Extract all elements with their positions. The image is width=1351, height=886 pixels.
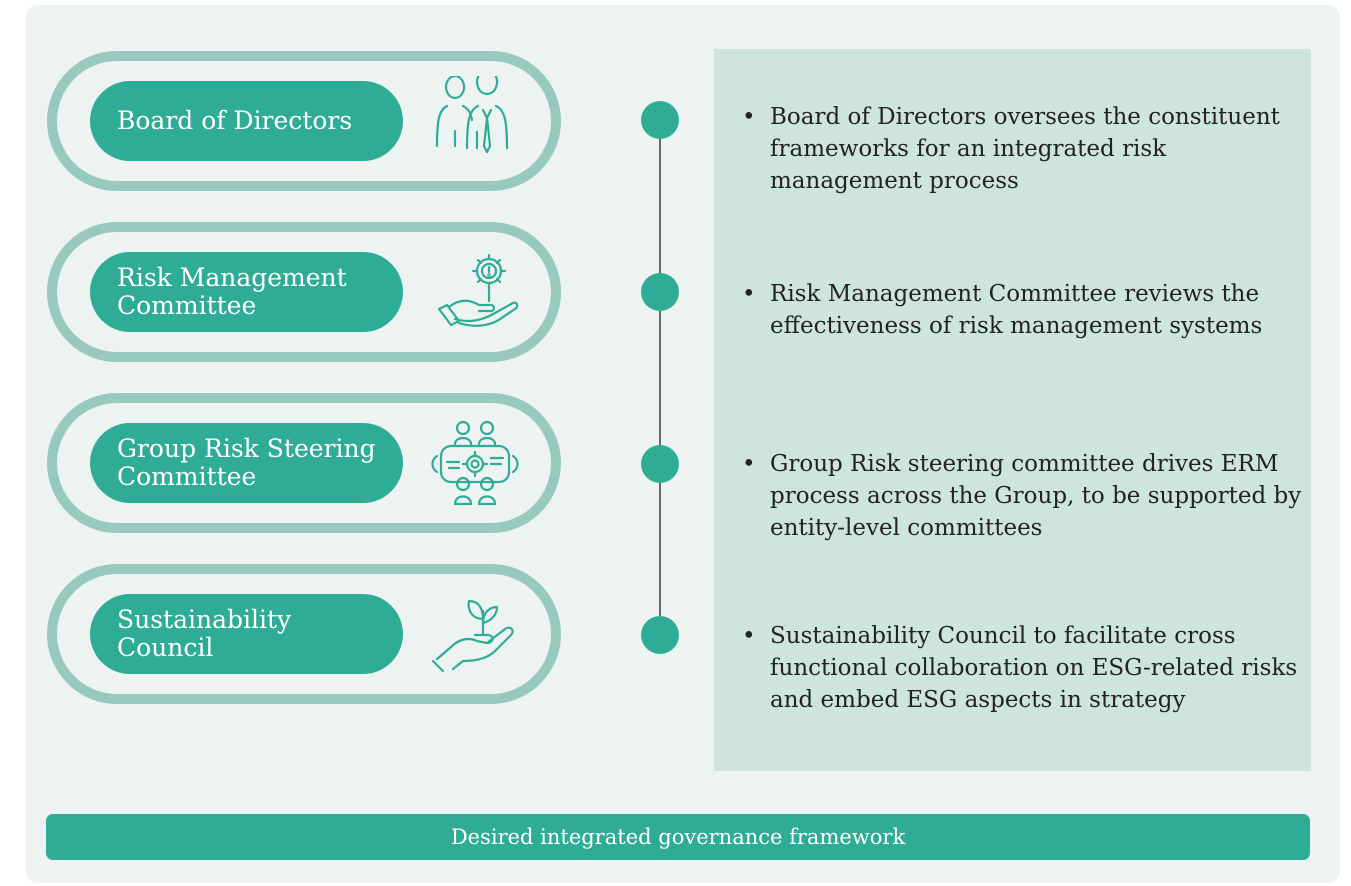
timeline-dot-3	[641, 445, 679, 483]
timeline-dot-4	[641, 616, 679, 654]
description-item-board: • Board of Directors oversees the consti…	[742, 101, 1302, 197]
footer-banner: Desired integrated governance framework	[46, 814, 1310, 860]
footer-title: Desired integrated governance framework	[450, 825, 906, 849]
description-item-sustainability: • Sustainability Council to facilitate c…	[742, 620, 1302, 716]
team-gear-table-icon	[425, 418, 525, 508]
role-label-board: Board of Directors	[90, 81, 403, 161]
role-pill-board: Board of Directors	[47, 51, 561, 191]
hand-plant-icon	[425, 589, 525, 679]
timeline-dot-1	[641, 101, 679, 139]
description-text: Group Risk steering committee drives ERM…	[770, 451, 1302, 541]
bullet: •	[742, 451, 756, 477]
description-item-risk-management: • Risk Management Committee reviews the …	[742, 278, 1302, 342]
role-pill-risk-management: Risk Management Committee	[47, 222, 561, 362]
hand-gear-alert-icon	[425, 247, 525, 337]
role-label-risk-management: Risk Management Committee	[90, 252, 403, 332]
timeline-dot-2	[641, 273, 679, 311]
description-text: Sustainability Council to facilitate cro…	[770, 623, 1298, 713]
description-item-group-risk: • Group Risk steering committee drives E…	[742, 448, 1302, 544]
bullet: •	[742, 104, 756, 130]
description-panel: • Board of Directors oversees the consti…	[714, 49, 1311, 771]
role-label-sustainability: Sustainability Council	[90, 594, 403, 674]
people-icon	[425, 68, 525, 166]
role-pill-group-risk: Group Risk Steering Committee	[47, 393, 561, 533]
role-pill-sustainability: Sustainability Council	[47, 564, 561, 704]
bullet: •	[742, 281, 756, 307]
role-label-group-risk: Group Risk Steering Committee	[90, 423, 403, 503]
description-text: Risk Management Committee reviews the ef…	[770, 281, 1263, 339]
timeline-connector	[659, 120, 661, 636]
bullet: •	[742, 623, 756, 649]
description-text: Board of Directors oversees the constitu…	[770, 104, 1280, 194]
